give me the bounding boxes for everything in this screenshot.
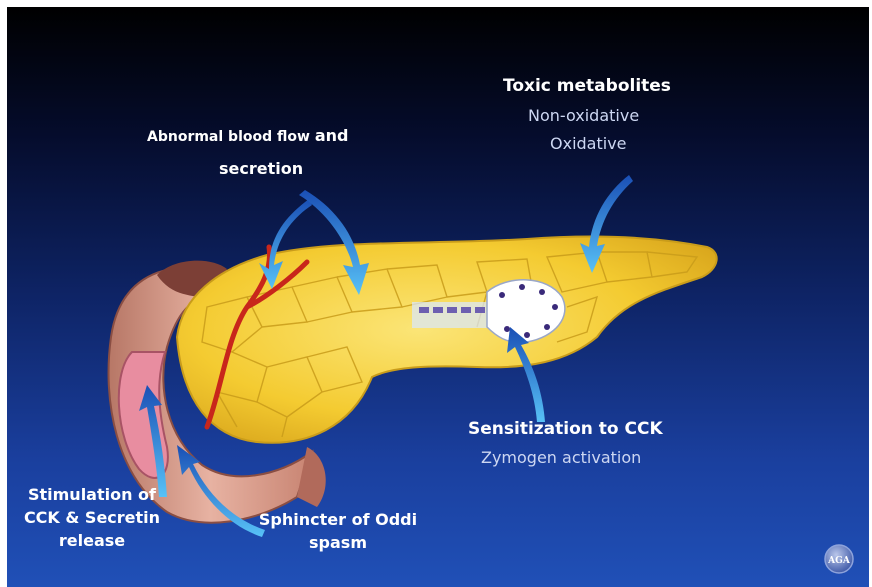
toxic-sub-oxidative: Oxidative — [550, 134, 627, 153]
sphincter-label: Sphincter of Oddi spasm — [253, 508, 423, 554]
sphincter-line2: spasm — [253, 531, 423, 554]
blood-flow-label-line2: secretion — [219, 159, 303, 178]
pancreas — [177, 237, 717, 443]
slide-background: AGA Abnormal blood flow and secretion To… — [7, 7, 869, 587]
sensitization-title: Sensitization to CCK — [468, 419, 663, 439]
stimulation-line1: Stimulation of — [17, 483, 167, 506]
blood-flow-label-part1: Abnormal blood flow — [147, 129, 310, 145]
svg-text:AGA: AGA — [827, 556, 851, 566]
blood-flow-label: Abnormal blood flow and — [147, 126, 348, 146]
stimulation-line2: CCK & Secretin — [17, 506, 167, 529]
aga-logo-icon: AGA — [825, 545, 853, 573]
stimulation-label: Stimulation of CCK & Secretin release — [17, 483, 167, 553]
toxic-sub-nonoxidative: Non-oxidative — [528, 106, 639, 125]
toxic-metabolites-title: Toxic metabolites — [503, 76, 671, 96]
sphincter-line1: Sphincter of Oddi — [253, 508, 423, 531]
stimulation-line3: release — [17, 529, 167, 552]
sensitization-sub: Zymogen activation — [481, 448, 641, 467]
blood-flow-label-part2: and — [315, 126, 349, 145]
